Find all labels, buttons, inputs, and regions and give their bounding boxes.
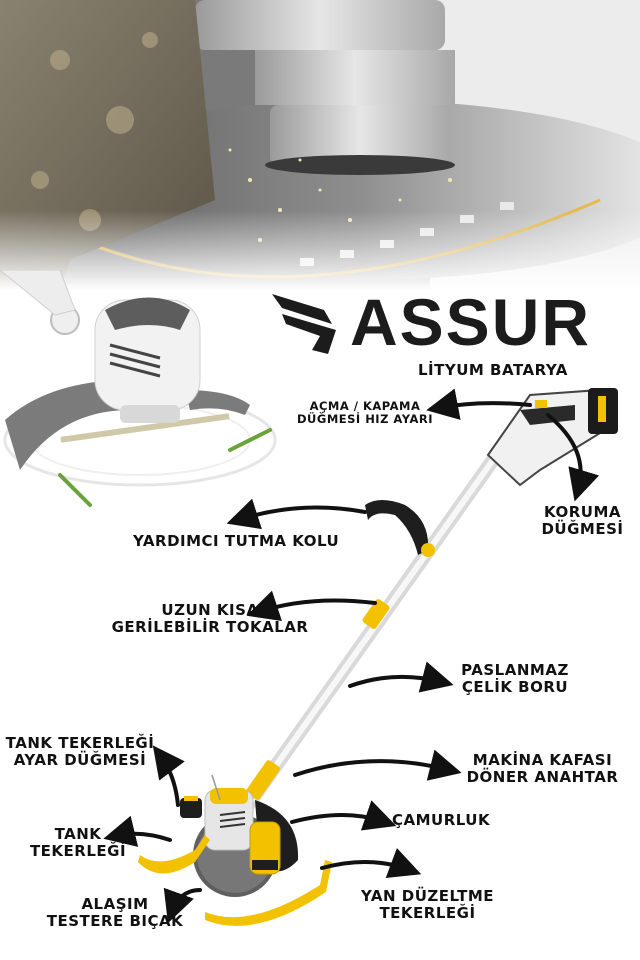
brand-mark-icon <box>272 294 336 354</box>
label-tank-wheel: TANK TEKERLEĞİ <box>29 825 127 861</box>
brand-logo: ASSUR <box>272 286 622 358</box>
label-power-switch: AÇMA / KAPAMA DÜĞMESİ HIZ AYARI <box>297 399 433 427</box>
trimmer-head-illustration <box>0 270 277 507</box>
label-aux-handle: YARDIMCI TUTMA KOLU <box>133 532 340 550</box>
label-head-rotate-key: MAKİNA KAFASI DÖNER ANAHTAR <box>466 751 619 787</box>
label-safety-button: KORUMA DÜĞMESİ <box>541 503 624 539</box>
label-steel-pipe: PASLANMAZ ÇELİK BORU <box>461 661 569 697</box>
label-side-wheel: YAN DÜZELTME TEKERLEĞİ <box>360 887 495 923</box>
brand-tagline: LİTYUM BATARYA <box>418 361 568 379</box>
hero-saw-image <box>0 0 640 290</box>
label-length-clamps: UZUN KISA GERİLEBİLİR TOKALAR <box>111 601 309 637</box>
label-tank-wheel-adjust: TANK TEKERLEĞİ AYAR DÜĞMESİ <box>5 734 155 770</box>
label-alloy-blade: ALAŞIM TESTERE BIÇAK <box>46 895 184 931</box>
label-mudguard: ÇAMURLUK <box>392 811 491 829</box>
brand-name: ASSUR <box>350 285 592 359</box>
